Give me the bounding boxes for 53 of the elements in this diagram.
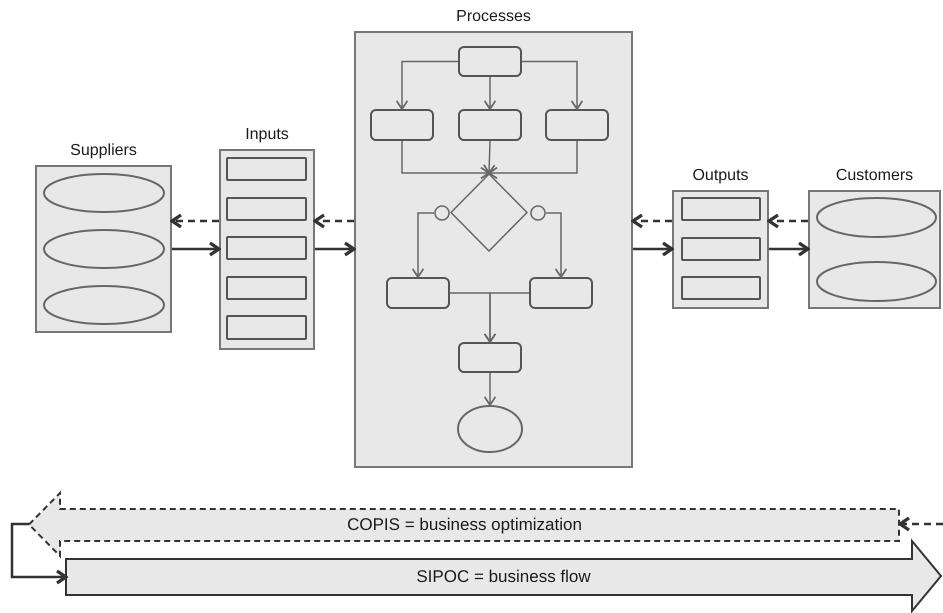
process-step-box <box>370 109 434 141</box>
arrow <box>484 373 496 406</box>
process-step-box <box>458 109 522 141</box>
panel-heading: Processes <box>456 7 531 27</box>
flow-band <box>66 541 941 611</box>
list-item-box <box>226 315 307 340</box>
process-step-box <box>458 342 522 373</box>
arrow <box>484 77 496 110</box>
dashed-arrow <box>767 213 808 229</box>
dashed-arrow <box>170 213 219 229</box>
arrow <box>412 212 434 278</box>
arrow <box>769 241 810 257</box>
arrow <box>633 241 674 257</box>
process-step-box <box>458 46 522 77</box>
process-step-box <box>386 277 450 309</box>
arrow-label: SIPOC = business flow <box>415 567 592 587</box>
dashed-arrow <box>631 213 672 229</box>
list-item-box <box>681 276 761 300</box>
arrow <box>488 141 578 180</box>
oval-shape <box>43 229 165 269</box>
panel-heading: Outputs <box>692 166 749 186</box>
oval-shape <box>43 173 165 213</box>
arrow <box>401 141 490 180</box>
list-item-box <box>226 197 307 221</box>
list-item-box <box>681 237 761 261</box>
oval-shape <box>457 405 523 453</box>
list-item-box <box>681 197 761 221</box>
arrow <box>396 60 458 110</box>
panel-heading: Suppliers <box>70 141 137 161</box>
oval-shape <box>816 197 937 238</box>
dashed-arrow <box>313 213 354 229</box>
arrow <box>522 60 584 110</box>
arrow <box>546 212 568 278</box>
process-step-box <box>529 277 593 309</box>
panel-heading: Customers <box>836 166 914 186</box>
arrow <box>484 292 529 343</box>
arrow <box>172 241 221 257</box>
process-step-box <box>545 109 609 141</box>
arrow <box>482 140 496 174</box>
flow-band <box>29 493 900 556</box>
oval-shape <box>43 285 165 325</box>
connector-circle <box>434 205 450 221</box>
dashed-arrow <box>898 516 943 532</box>
list-item-box <box>226 236 307 260</box>
arrow-label: COPIS = business optimization <box>346 515 583 535</box>
oval-shape <box>816 261 937 302</box>
arrow <box>315 241 356 257</box>
connector-circle <box>530 205 546 221</box>
list-item-box <box>226 276 307 300</box>
panel-heading: Inputs <box>245 125 289 145</box>
decision-diamond <box>450 173 528 252</box>
list-item-box <box>226 157 307 181</box>
arrow <box>10 522 68 585</box>
